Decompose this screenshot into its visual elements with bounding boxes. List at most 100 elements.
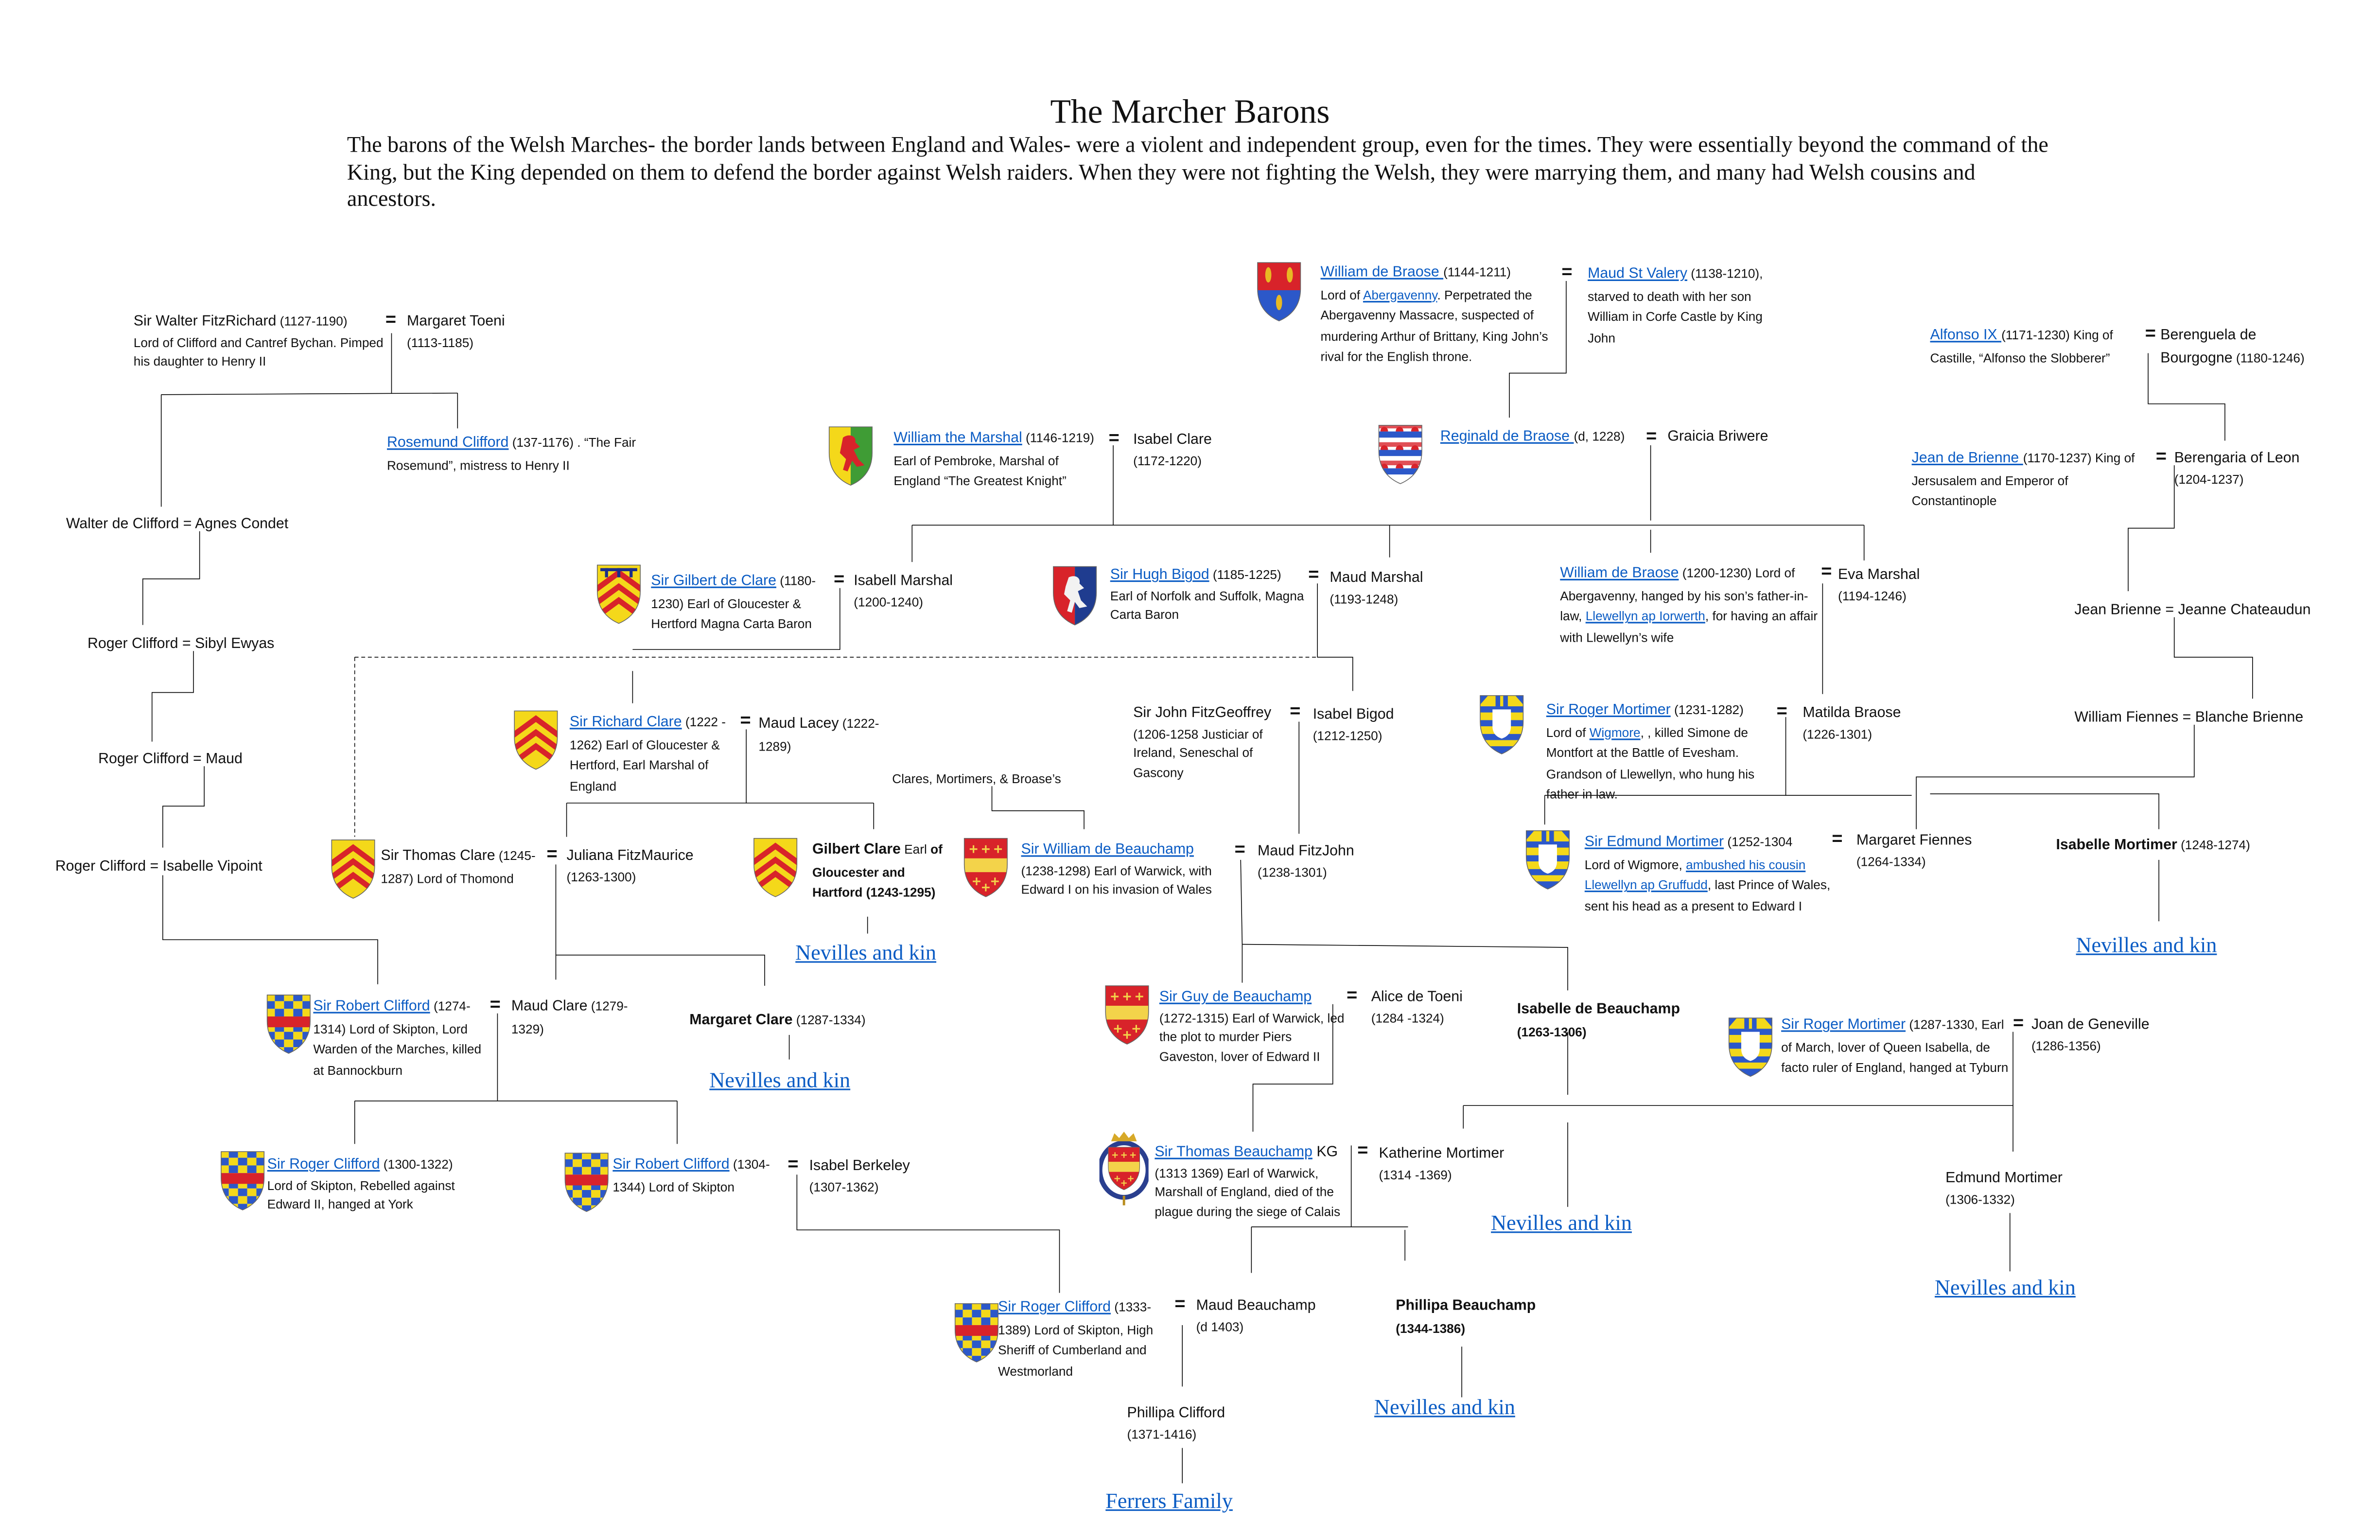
clare-arms-icon (511, 709, 560, 770)
person-name: Margaret Fiennes (1856, 832, 1972, 849)
intro-paragraph: The barons of the Welsh Marches- the bor… (347, 133, 2048, 212)
person-entry: Phillipa Clifford(1371-1416) (1127, 1402, 1280, 1444)
person-details: , last Prince of Wales, sent his head as… (1584, 877, 1831, 913)
person-entry: Eva Marshal(1194-1246) (1838, 563, 1961, 605)
person-name: Isabelle Mortimer (2056, 837, 2177, 854)
person-link[interactable]: Reginald de Braose (1440, 428, 1574, 446)
person-entry: Sir Hugh Bigod (1185-1225)Earl of Norfol… (1110, 563, 1307, 625)
ferrers-family-link[interactable]: Ferrers Family (1105, 1491, 1233, 1514)
person-entry: Sir Robert Clifford (1274-1314) Lord of … (313, 995, 491, 1080)
marriage-symbol: = (2145, 322, 2156, 344)
nevilles-and-kin-link[interactable]: Nevilles and kin (1934, 1278, 2076, 1301)
person-entry: Margaret Toeni(1113-1185) (407, 310, 537, 352)
person-link[interactable]: Sir Roger Mortimer (1781, 1016, 1906, 1033)
person-link[interactable]: Sir Hugh Bigod (1110, 566, 1209, 584)
person-link[interactable]: Sir Thomas Beauchamp (1155, 1144, 1312, 1161)
person-link[interactable]: Alfonso IX (1930, 327, 2002, 344)
person-link[interactable]: Abergavenny (1363, 286, 1437, 302)
person-details: (1313 1369) Earl of Warwick, Marshall of… (1155, 1165, 1341, 1219)
person-details: Lord of (1546, 724, 1590, 740)
marriage-symbol: = (1234, 838, 1245, 860)
person-entry: Isabelle de Beauchamp (1263-1306) (1517, 998, 1717, 1041)
marriage-symbol: = (1347, 984, 1358, 1006)
person-details: (1300-1322) (380, 1156, 453, 1172)
person-details: (d, 1228) (1574, 428, 1625, 444)
page-title: The Marcher Barons (1050, 92, 1330, 131)
nevilles-and-kin-link[interactable]: Nevilles and kin (709, 1070, 851, 1093)
person-link[interactable]: Sir William de Beauchamp (1021, 841, 1194, 858)
person-details: Clares, Mortimers, & Broase’s (892, 770, 1061, 787)
person-link[interactable]: Sir Roger Mortimer (1546, 701, 1671, 719)
person-entry: William Fiennes = Blanche Brienne (2074, 706, 2380, 729)
person-link[interactable]: Sir Robert Clifford (313, 998, 430, 1015)
marriage-symbol: = (1108, 427, 1120, 449)
nevilles-and-kin-link[interactable]: Nevilles and kin (1374, 1397, 1515, 1420)
person-link[interactable]: William de Braose (1320, 264, 1444, 281)
person-link[interactable]: Sir Robert Clifford (612, 1156, 730, 1173)
connector-line (142, 531, 200, 625)
person-link[interactable]: Sir Roger Clifford (267, 1156, 380, 1173)
person-entry: Sir Roger Clifford (1300-1322)Lord of Sk… (267, 1153, 490, 1214)
marriage-symbol: = (1290, 700, 1301, 722)
clifford-arms-icon (264, 994, 313, 1055)
person-details: (1284 -1324) (1371, 1010, 1444, 1025)
person-link[interactable]: Sir Guy de Beauchamp (1159, 989, 1312, 1006)
person-link[interactable]: Sir Roger Clifford (998, 1299, 1111, 1316)
person-link[interactable]: Rosemund Clifford (386, 434, 509, 452)
person-entry: Maud Lacey (1222-1289) (758, 713, 900, 756)
person-details: Lord of Wigmore, (1584, 856, 1686, 872)
person-entry: Juliana FitzMaurice (1263-1300) (567, 844, 720, 886)
person-name: Walter de Clifford = Agnes Condet (66, 516, 289, 533)
person-details: (1263-1306) (1517, 1023, 1587, 1039)
nevilles-and-kin-link[interactable]: Nevilles and kin (2076, 935, 2217, 959)
person-details: Earl of Norfolk and Suffolk, Magna Carta… (1110, 587, 1304, 622)
person-entry: Matilda Braose(1226-1301) (1802, 702, 1925, 744)
nevilles-and-kin-link[interactable]: Nevilles and kin (1491, 1213, 1632, 1236)
connector-line (161, 392, 458, 395)
person-link[interactable]: Jean de Brienne (1911, 450, 2023, 467)
person-details: (1306-1332) (1945, 1190, 2015, 1207)
person-link[interactable]: William de Braose (1560, 565, 1679, 582)
person-details: (1226-1301) (1802, 725, 1872, 741)
connector-line (151, 651, 194, 742)
person-link[interactable]: Maud St Valery (1588, 265, 1688, 283)
person-link[interactable]: Sir Edmund Mortimer (1584, 834, 1724, 851)
person-entry: Alfonso IX (1171-1230) King of Castille,… (1930, 324, 2148, 367)
marriage-symbol: = (546, 843, 558, 865)
person-entry: Reginald de Braose (d, 1228) (1440, 425, 1655, 448)
person-link[interactable]: William the Marshal (893, 430, 1022, 447)
person-name: Berenguela de Bourgogne (2160, 327, 2257, 367)
person-name: Berengaria of Leon (2174, 450, 2300, 467)
person-entry: Berengaria of Leon(1204-1237) (2174, 447, 2343, 489)
person-entry: Gilbert Clare Earl of Gloucester and Har… (812, 839, 945, 903)
person-name: Maud Marshal (1330, 569, 1423, 587)
person-entry: Maud Marshal(1193-1248) (1330, 567, 1452, 609)
connector-line (1242, 944, 1568, 991)
person-name: Isabelle de Beauchamp (1517, 1001, 1680, 1018)
person-link[interactable]: ambushed his cousin Llewellyn ap Gruffud… (1584, 856, 1806, 892)
person-details: (1180-1230) Earl of Gloucester & Hertfor… (651, 573, 816, 631)
person-name: Roger Clifford = Isabelle Vipoint (55, 858, 262, 875)
clare-arms-icon (329, 839, 378, 900)
person-link[interactable]: Wigmore (1589, 724, 1641, 740)
marriage-symbol: = (2155, 445, 2167, 467)
person-link[interactable]: Sir Gilbert de Clare (651, 573, 776, 590)
person-name: Juliana FitzMaurice (566, 847, 694, 865)
person-details: (1264-1334) (1856, 853, 1926, 869)
person-entry: Maud Beauchamp(d 1403) (1196, 1295, 1350, 1336)
marriage-symbol: = (1561, 261, 1573, 283)
person-link[interactable]: Sir Richard Clare (569, 714, 682, 731)
nevilles-and-kin-link[interactable]: Nevilles and kin (795, 943, 937, 966)
person-name: Alice de Toeni (1371, 989, 1463, 1006)
clifford-arms-icon (218, 1150, 267, 1211)
person-link[interactable]: Llewellyn ap Iorwerth (1585, 608, 1705, 624)
person-details: (1245-1287) Lord of Thomond (381, 847, 536, 886)
person-entry: Graicia Briwere (1667, 425, 1821, 448)
clifford-arms-icon (562, 1152, 611, 1213)
person-name: Joan de Geneville (2031, 1016, 2150, 1033)
person-name: Gilbert Clare (812, 841, 901, 858)
person-entry: Roger Clifford = Isabelle Vipoint (55, 855, 363, 877)
person-entry: Margaret Fiennes (1264-1334) (1856, 829, 1995, 871)
person-details: (1263-1300) (566, 868, 636, 884)
